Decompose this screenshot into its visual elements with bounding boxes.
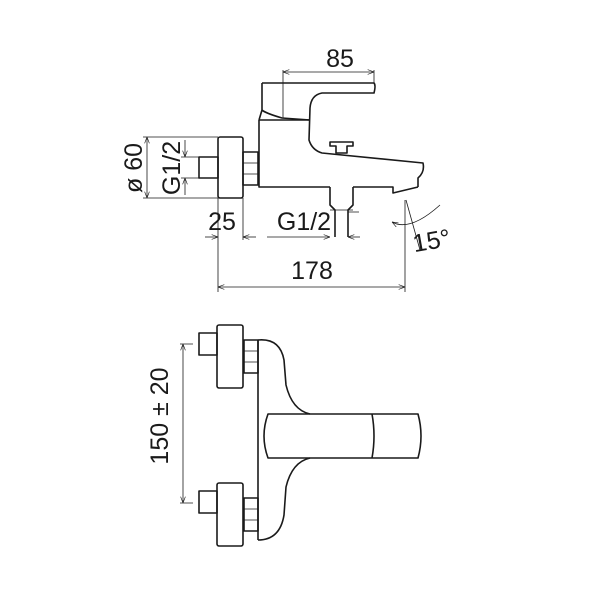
handle-outline (262, 82, 425, 187)
wall-flange (217, 136, 244, 199)
side-view: 85 ø 60 G1/2 25 G1/2 178 15° (120, 45, 453, 292)
body-outline (257, 339, 311, 541)
dim-handle-reach: 85 (326, 45, 354, 73)
hex-nut (242, 151, 259, 186)
dim-total-projection: 178 (291, 257, 333, 285)
lower-nut (243, 497, 259, 532)
dim-spout-angle: 15° (411, 224, 453, 258)
dim-wall-offset: 25 (208, 208, 236, 236)
dim-outlet-thread: G1/2 (277, 208, 331, 236)
dim-inlet-spacing: 150 ± 20 (146, 367, 174, 464)
handle-lower (258, 83, 311, 121)
lower-pipe-stub (198, 490, 218, 514)
lower-flange (216, 482, 244, 547)
upper-flange (216, 324, 244, 389)
front-view: 150 ± 20 (146, 324, 422, 547)
body-outline (258, 119, 419, 194)
pipe-stub (198, 156, 219, 179)
dim-inlet-thread: G1/2 (158, 141, 186, 195)
lever-handle (263, 413, 422, 459)
diverter-knob (329, 141, 354, 154)
upper-pipe-stub (198, 332, 218, 356)
shower-outlet (329, 187, 354, 237)
dim-flange-diameter: ø 60 (120, 143, 148, 193)
upper-nut (243, 339, 259, 374)
